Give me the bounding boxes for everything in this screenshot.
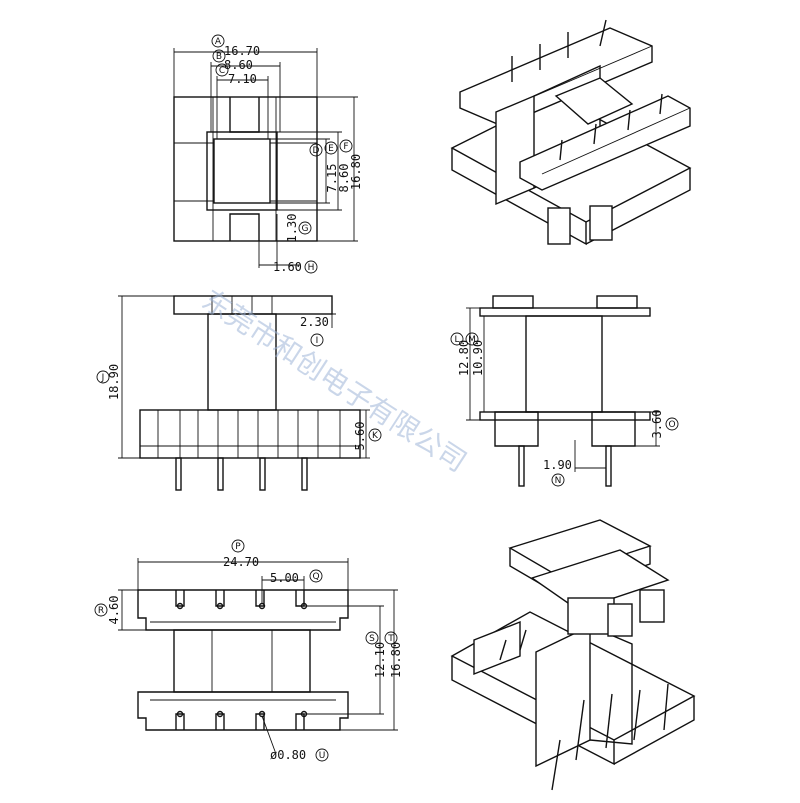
bottom-view	[118, 558, 398, 755]
dim-d: 7.15	[325, 164, 339, 193]
svg-text:T: T	[387, 634, 394, 644]
label-t: T	[384, 631, 398, 645]
dim-s: 12.10	[373, 642, 387, 678]
svg-text:Q: Q	[312, 572, 319, 582]
dim-b: 8.60	[224, 58, 253, 72]
label-a: A	[211, 34, 225, 48]
dim-n: 1.90	[543, 458, 572, 472]
dim-c: 7.10	[228, 72, 257, 86]
label-j: J	[96, 370, 110, 384]
dim-q: 5.00	[270, 571, 299, 585]
label-n: N	[551, 473, 565, 487]
label-m: M	[465, 332, 479, 346]
label-o: O	[665, 417, 679, 431]
svg-text:M: M	[468, 335, 476, 345]
svg-text:O: O	[668, 420, 675, 430]
label-h: H	[304, 260, 318, 274]
dim-a: 16.70	[224, 44, 260, 58]
label-f: F	[339, 139, 353, 153]
svg-text:J: J	[101, 373, 105, 383]
svg-text:N: N	[555, 476, 562, 486]
label-p: P	[231, 539, 245, 553]
dim-u: ø0.80	[270, 748, 306, 762]
dim-e: 8.60	[337, 164, 351, 193]
label-s: S	[365, 631, 379, 645]
svg-text:R: R	[98, 606, 104, 616]
svg-text:G: G	[302, 224, 309, 234]
dim-p: 24.70	[223, 555, 259, 569]
label-l: L	[450, 332, 464, 346]
svg-text:D: D	[313, 146, 320, 156]
label-e: E	[324, 141, 338, 155]
side-view	[466, 295, 660, 487]
svg-text:P: P	[235, 542, 241, 552]
label-d: D	[309, 143, 323, 157]
svg-text:S: S	[369, 634, 375, 644]
dim-o: 3.60	[650, 410, 664, 439]
dim-i: 2.30	[300, 315, 329, 329]
svg-text:C: C	[219, 66, 225, 76]
svg-text:A: A	[215, 37, 222, 47]
dim-t: 16.80	[389, 642, 403, 678]
dim-h: 1.60	[273, 260, 302, 274]
label-b: B	[212, 49, 226, 63]
label-i: I	[310, 333, 324, 347]
svg-text:K: K	[372, 431, 379, 441]
dim-l: 12.80	[457, 340, 471, 376]
isometric-view-bottom	[450, 519, 696, 791]
svg-text:H: H	[308, 263, 315, 273]
svg-text:L: L	[454, 335, 459, 345]
label-r: R	[94, 603, 108, 617]
svg-text:I: I	[316, 336, 319, 346]
top-view	[173, 48, 358, 268]
svg-text:B: B	[216, 52, 222, 62]
front-view	[118, 295, 370, 491]
isometric-view-top	[450, 19, 692, 246]
svg-text:F: F	[343, 142, 348, 152]
label-g: G	[298, 221, 312, 235]
dim-m: 10.90	[471, 340, 485, 376]
label-q: Q	[309, 569, 323, 583]
dim-f: 16.80	[349, 154, 363, 190]
svg-text:E: E	[328, 144, 334, 154]
dim-j: 18.90	[107, 364, 121, 400]
svg-text:U: U	[319, 751, 326, 761]
label-c: C	[215, 63, 229, 77]
label-u: U	[315, 748, 329, 762]
dim-g: 1.30	[285, 214, 299, 243]
label-k: K	[368, 428, 382, 442]
dim-k: 5.60	[353, 422, 367, 451]
dim-r: 4.60	[107, 596, 121, 625]
